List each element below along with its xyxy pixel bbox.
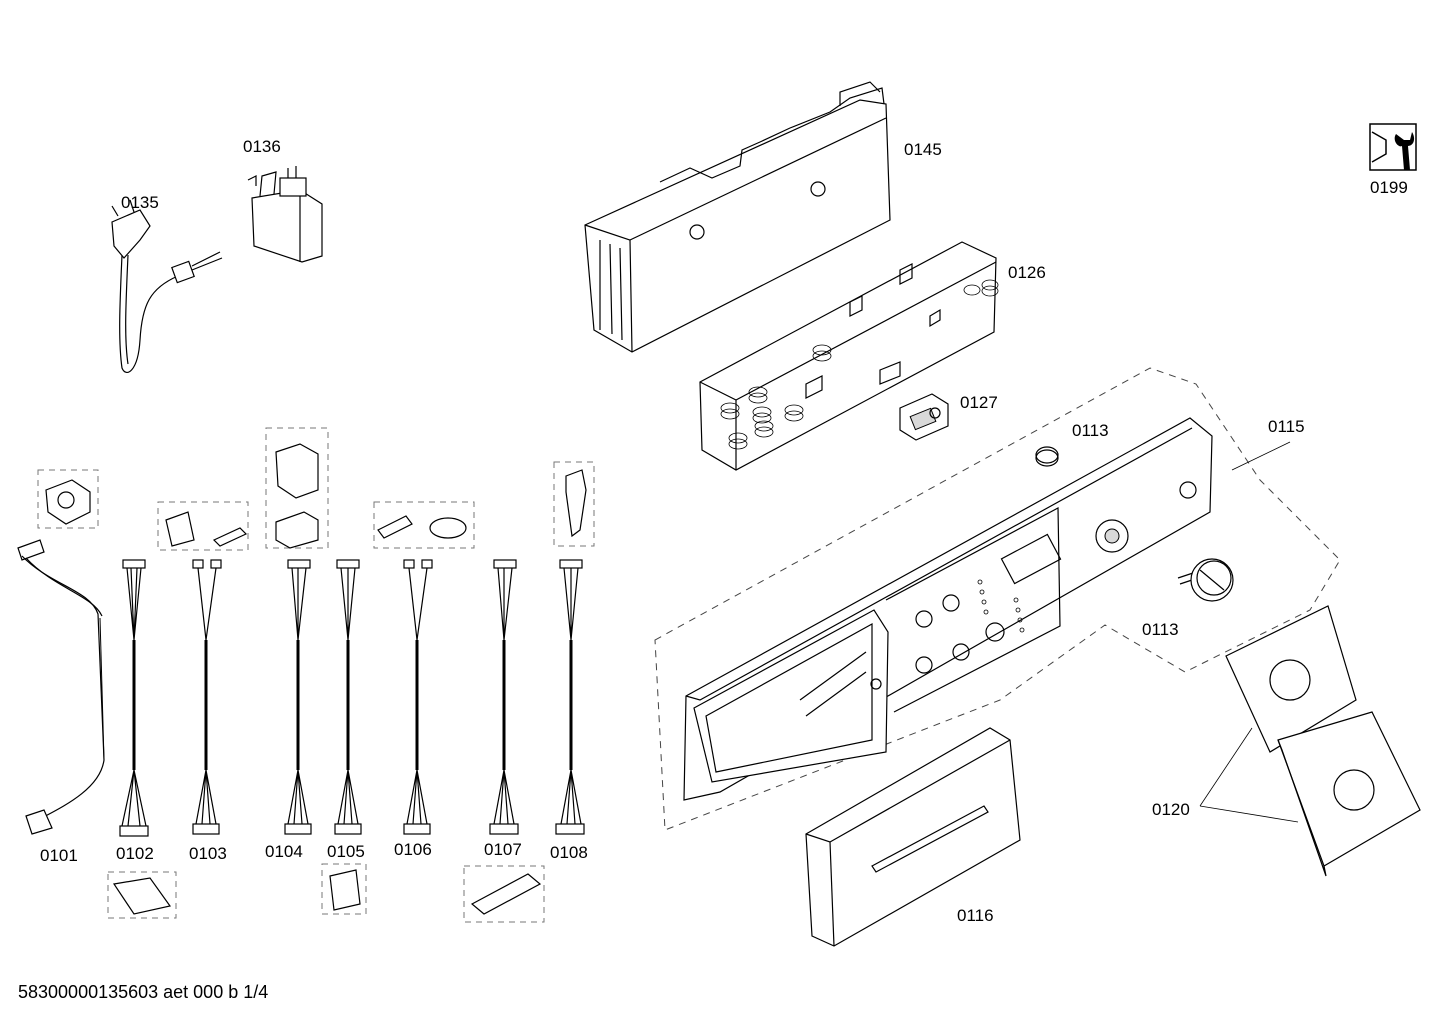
part-label-0116: 0116	[957, 906, 994, 925]
part-label-0120: 0120	[1152, 800, 1190, 819]
part-label-0106: 0106	[394, 840, 432, 859]
part-label-0127: 0127	[960, 393, 998, 412]
part-label-0107: 0107	[484, 840, 522, 859]
part-label-0135: 0135	[121, 193, 159, 212]
wrench-icon	[1369, 123, 1417, 171]
leader-line	[1231, 441, 1291, 471]
part-label-0103: 0103	[189, 844, 227, 863]
part-label-0199: 0199	[1370, 178, 1408, 197]
selector-knob-part	[1177, 558, 1234, 602]
leader-lines-0120	[1199, 727, 1299, 823]
part-label-0104: 0104	[265, 842, 303, 861]
interference-filter-part	[247, 166, 323, 263]
part-label-0113-knob: 0113	[1142, 620, 1179, 639]
part-label-0113-top: 0113	[1072, 421, 1109, 440]
panel-assembly-outline	[654, 367, 1341, 831]
part-label-0101: 0101	[40, 846, 78, 865]
part-label-0126: 0126	[1008, 263, 1046, 282]
part-label-0102: 0102	[116, 844, 154, 863]
control-module-housing	[584, 81, 891, 353]
electronic-board-part	[699, 241, 999, 471]
knob-cap-part	[1035, 446, 1059, 467]
button-part	[899, 393, 949, 441]
front-panel-part	[683, 417, 1213, 801]
part-label-0145: 0145	[904, 140, 942, 159]
power-cord-part	[111, 199, 223, 373]
wiring-harnesses	[119, 559, 585, 837]
part-label-0105: 0105	[327, 842, 365, 861]
drawing-reference-footer: 58300000135603 aet 000 b 1/4	[18, 982, 269, 1002]
cover-plate-part	[1225, 605, 1421, 877]
part-label-0115: 0115	[1268, 417, 1305, 436]
part-label-0136: 0136	[243, 137, 281, 156]
part-label-0108: 0108	[550, 843, 588, 862]
wiring-harness-0101	[17, 539, 105, 835]
component-thumbnails	[37, 427, 595, 923]
detergent-drawer-handle	[805, 727, 1021, 947]
